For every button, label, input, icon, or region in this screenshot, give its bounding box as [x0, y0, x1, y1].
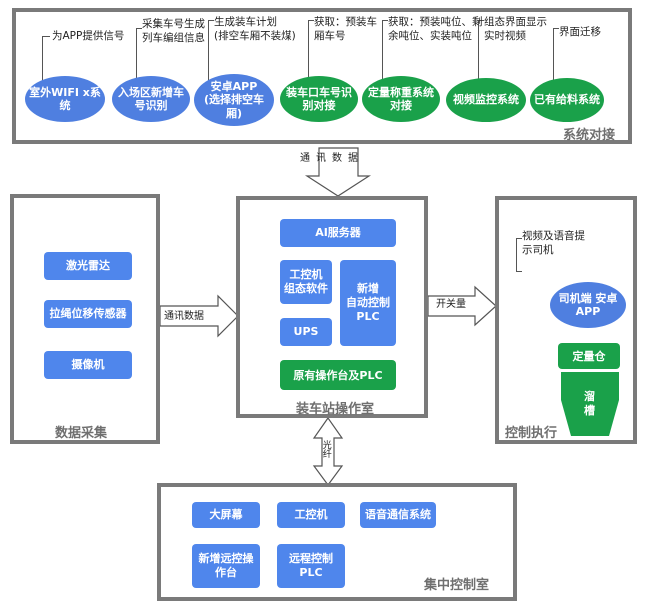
node-outdoor-wifi: 室外WIFI x系 统 [25, 76, 105, 122]
central-ipc: 工控机 [277, 502, 345, 528]
central-control-title: 集中控制室 [424, 578, 490, 593]
ups: UPS [280, 318, 332, 346]
docking-label-precar: 获取：预装车 厢车号 [314, 16, 377, 42]
big-screen: 大屏幕 [192, 502, 260, 528]
node-existing-feeder: 已有给料系统 [530, 78, 604, 122]
data-collection-title: 数据采集 [55, 426, 108, 441]
driver-android-app: 司机端 安卓 APP [550, 282, 626, 328]
node-weighing-docking: 定量称重系统 对接 [362, 76, 440, 122]
ipc-scada-software: 工控机 组态软件 [280, 260, 332, 304]
docking-label-migrate: 界面迁移 [559, 26, 601, 38]
arrow-down-icon [304, 147, 372, 197]
arrow-left-label: 通讯数据 [164, 311, 204, 322]
remote-plc: 远程控制 PLC [277, 544, 345, 588]
existing-console-plc: 原有操作台及PLC [280, 360, 396, 390]
arrow-right-label: 开关量 [436, 299, 466, 310]
node-loading-plate-docking: 装车口车号识 别对接 [280, 76, 358, 122]
node-entry-plate-recognition: 入场区新增车 号识别 [112, 76, 190, 122]
item-lidar: 激光雷达 [44, 252, 132, 280]
node-android-app: 安卓APP (选择排空车 厢) [194, 74, 274, 126]
docking-label-wifi: 为APP提供信号 [52, 30, 125, 42]
data-collection-panel [10, 194, 160, 444]
voice-communication: 语音通信系统 [360, 502, 436, 528]
docking-label-tonnage: 获取：预装吨位、剩 余吨位、实装吨位 [388, 16, 483, 42]
chute-label: 溜 槽 [584, 390, 595, 418]
item-draw-wire-sensor: 拉绳位移传感器 [44, 300, 132, 328]
remote-console: 新增远控操 作台 [192, 544, 260, 588]
docking-label-plan: 生成装车计划 (排空车厢不装煤) [214, 16, 296, 42]
ai-server: AI服务器 [280, 219, 396, 247]
new-auto-plc: 新增 自动控制 PLC [340, 260, 396, 346]
docking-label-plate: 采集车号生成 列车编组信息 [142, 18, 205, 44]
item-camera: 摄像机 [44, 351, 132, 379]
node-video-surveillance: 视频监控系统 [446, 78, 526, 122]
prompt-label: 视频及语音提 示司机 [522, 230, 585, 256]
docking-label-video: 组态界面显示 实时视频 [484, 16, 547, 42]
arrow-right-icon [159, 294, 239, 338]
arrow-right-icon [427, 285, 497, 327]
arrow-bottom-label: 光纤 [320, 440, 331, 458]
quantitative-silo: 定量仓 [558, 343, 620, 369]
arrow-top-label: 通讯数据 [300, 153, 364, 164]
operation-room-title: 装车站操作室 [296, 402, 375, 417]
control-exec-title: 控制执行 [505, 426, 558, 441]
system-docking-title: 系统对接 [563, 128, 616, 143]
callout-bracket [516, 238, 522, 272]
